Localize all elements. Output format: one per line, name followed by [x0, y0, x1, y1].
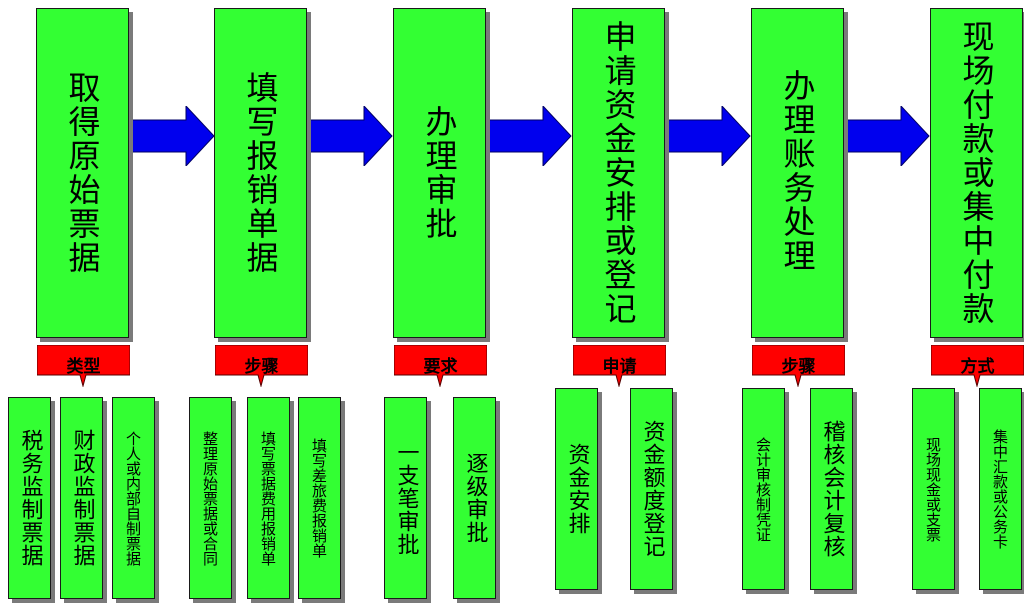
main-step-6: 现场付款或集中付款 [930, 8, 1023, 338]
detail-box: 个人或内部自制票据 [112, 397, 155, 599]
category-tag-label: 类型 [66, 357, 101, 377]
detail-label: 一支笔审批 [393, 440, 419, 556]
category-tag-label: 要求 [423, 357, 458, 377]
category-tag-label: 方式 [960, 357, 995, 377]
flow-arrow-1 [128, 106, 215, 166]
flow-arrow-5 [843, 106, 930, 166]
category-tag-5: 步骤 [751, 344, 846, 388]
tag-shape [930, 344, 1024, 388]
main-step-label: 取得原始票据 [63, 71, 102, 275]
flow-arrow-4 [664, 106, 751, 166]
detail-label: 资金安排 [564, 443, 590, 535]
detail-label: 财政监制票据 [69, 429, 95, 567]
detail-label: 集中汇款或公务卡 [991, 429, 1009, 549]
detail-label: 逐级审批 [462, 452, 488, 544]
detail-box: 整理原始票据或合同 [189, 397, 232, 599]
main-step-2: 填写报销单据 [214, 8, 307, 338]
detail-label: 填写票据费用报销单 [259, 430, 277, 566]
main-step-label: 办理账务处理 [778, 69, 817, 273]
main-step-4: 申请资金安排或登记 [572, 8, 665, 338]
detail-label: 资金额度登记 [639, 420, 665, 558]
detail-label: 现场现金或支票 [924, 436, 942, 542]
main-step-3: 办理审批 [393, 8, 486, 338]
main-step-1: 取得原始票据 [36, 8, 129, 338]
main-step-label: 办理审批 [420, 105, 459, 241]
category-tag-3: 要求 [393, 344, 488, 388]
detail-label: 填写差旅费报销单 [310, 438, 328, 558]
category-tag-6: 方式 [930, 344, 1024, 388]
category-tag-label: 申请 [602, 357, 637, 377]
category-tag-1: 类型 [36, 344, 131, 388]
detail-label: 整理原始票据或合同 [201, 430, 219, 566]
category-tag-label: 步骤 [244, 357, 279, 377]
category-tag-label: 步骤 [781, 357, 816, 377]
main-step-label: 现场付款或集中付款 [957, 20, 996, 326]
main-step-label: 申请资金安排或登记 [599, 20, 638, 326]
category-tag-4: 申请 [572, 344, 667, 388]
detail-box: 现场现金或支票 [912, 388, 955, 590]
detail-box: 财政监制票据 [60, 397, 103, 599]
main-step-5: 办理账务处理 [751, 8, 844, 338]
detail-label: 个人或内部自制票据 [124, 430, 142, 566]
detail-label: 稽核会计复核 [819, 420, 845, 558]
detail-box: 资金安排 [555, 388, 598, 590]
detail-box: 逐级审批 [453, 397, 496, 599]
detail-box: 稽核会计复核 [810, 388, 853, 590]
main-step-label: 填写报销单据 [241, 71, 280, 275]
flow-arrow-3 [485, 106, 572, 166]
detail-box: 资金额度登记 [630, 388, 673, 590]
flow-arrow-2 [306, 106, 393, 166]
category-tag-2: 步骤 [214, 344, 309, 388]
detail-box: 集中汇款或公务卡 [979, 388, 1022, 590]
detail-box: 税务监制票据 [8, 397, 51, 599]
detail-box: 填写票据费用报销单 [247, 397, 290, 599]
detail-label: 会计审核制凭证 [754, 436, 772, 542]
detail-box: 填写差旅费报销单 [298, 397, 341, 599]
detail-box: 一支笔审批 [384, 397, 427, 599]
detail-label: 税务监制票据 [17, 429, 43, 567]
detail-box: 会计审核制凭证 [742, 388, 785, 590]
